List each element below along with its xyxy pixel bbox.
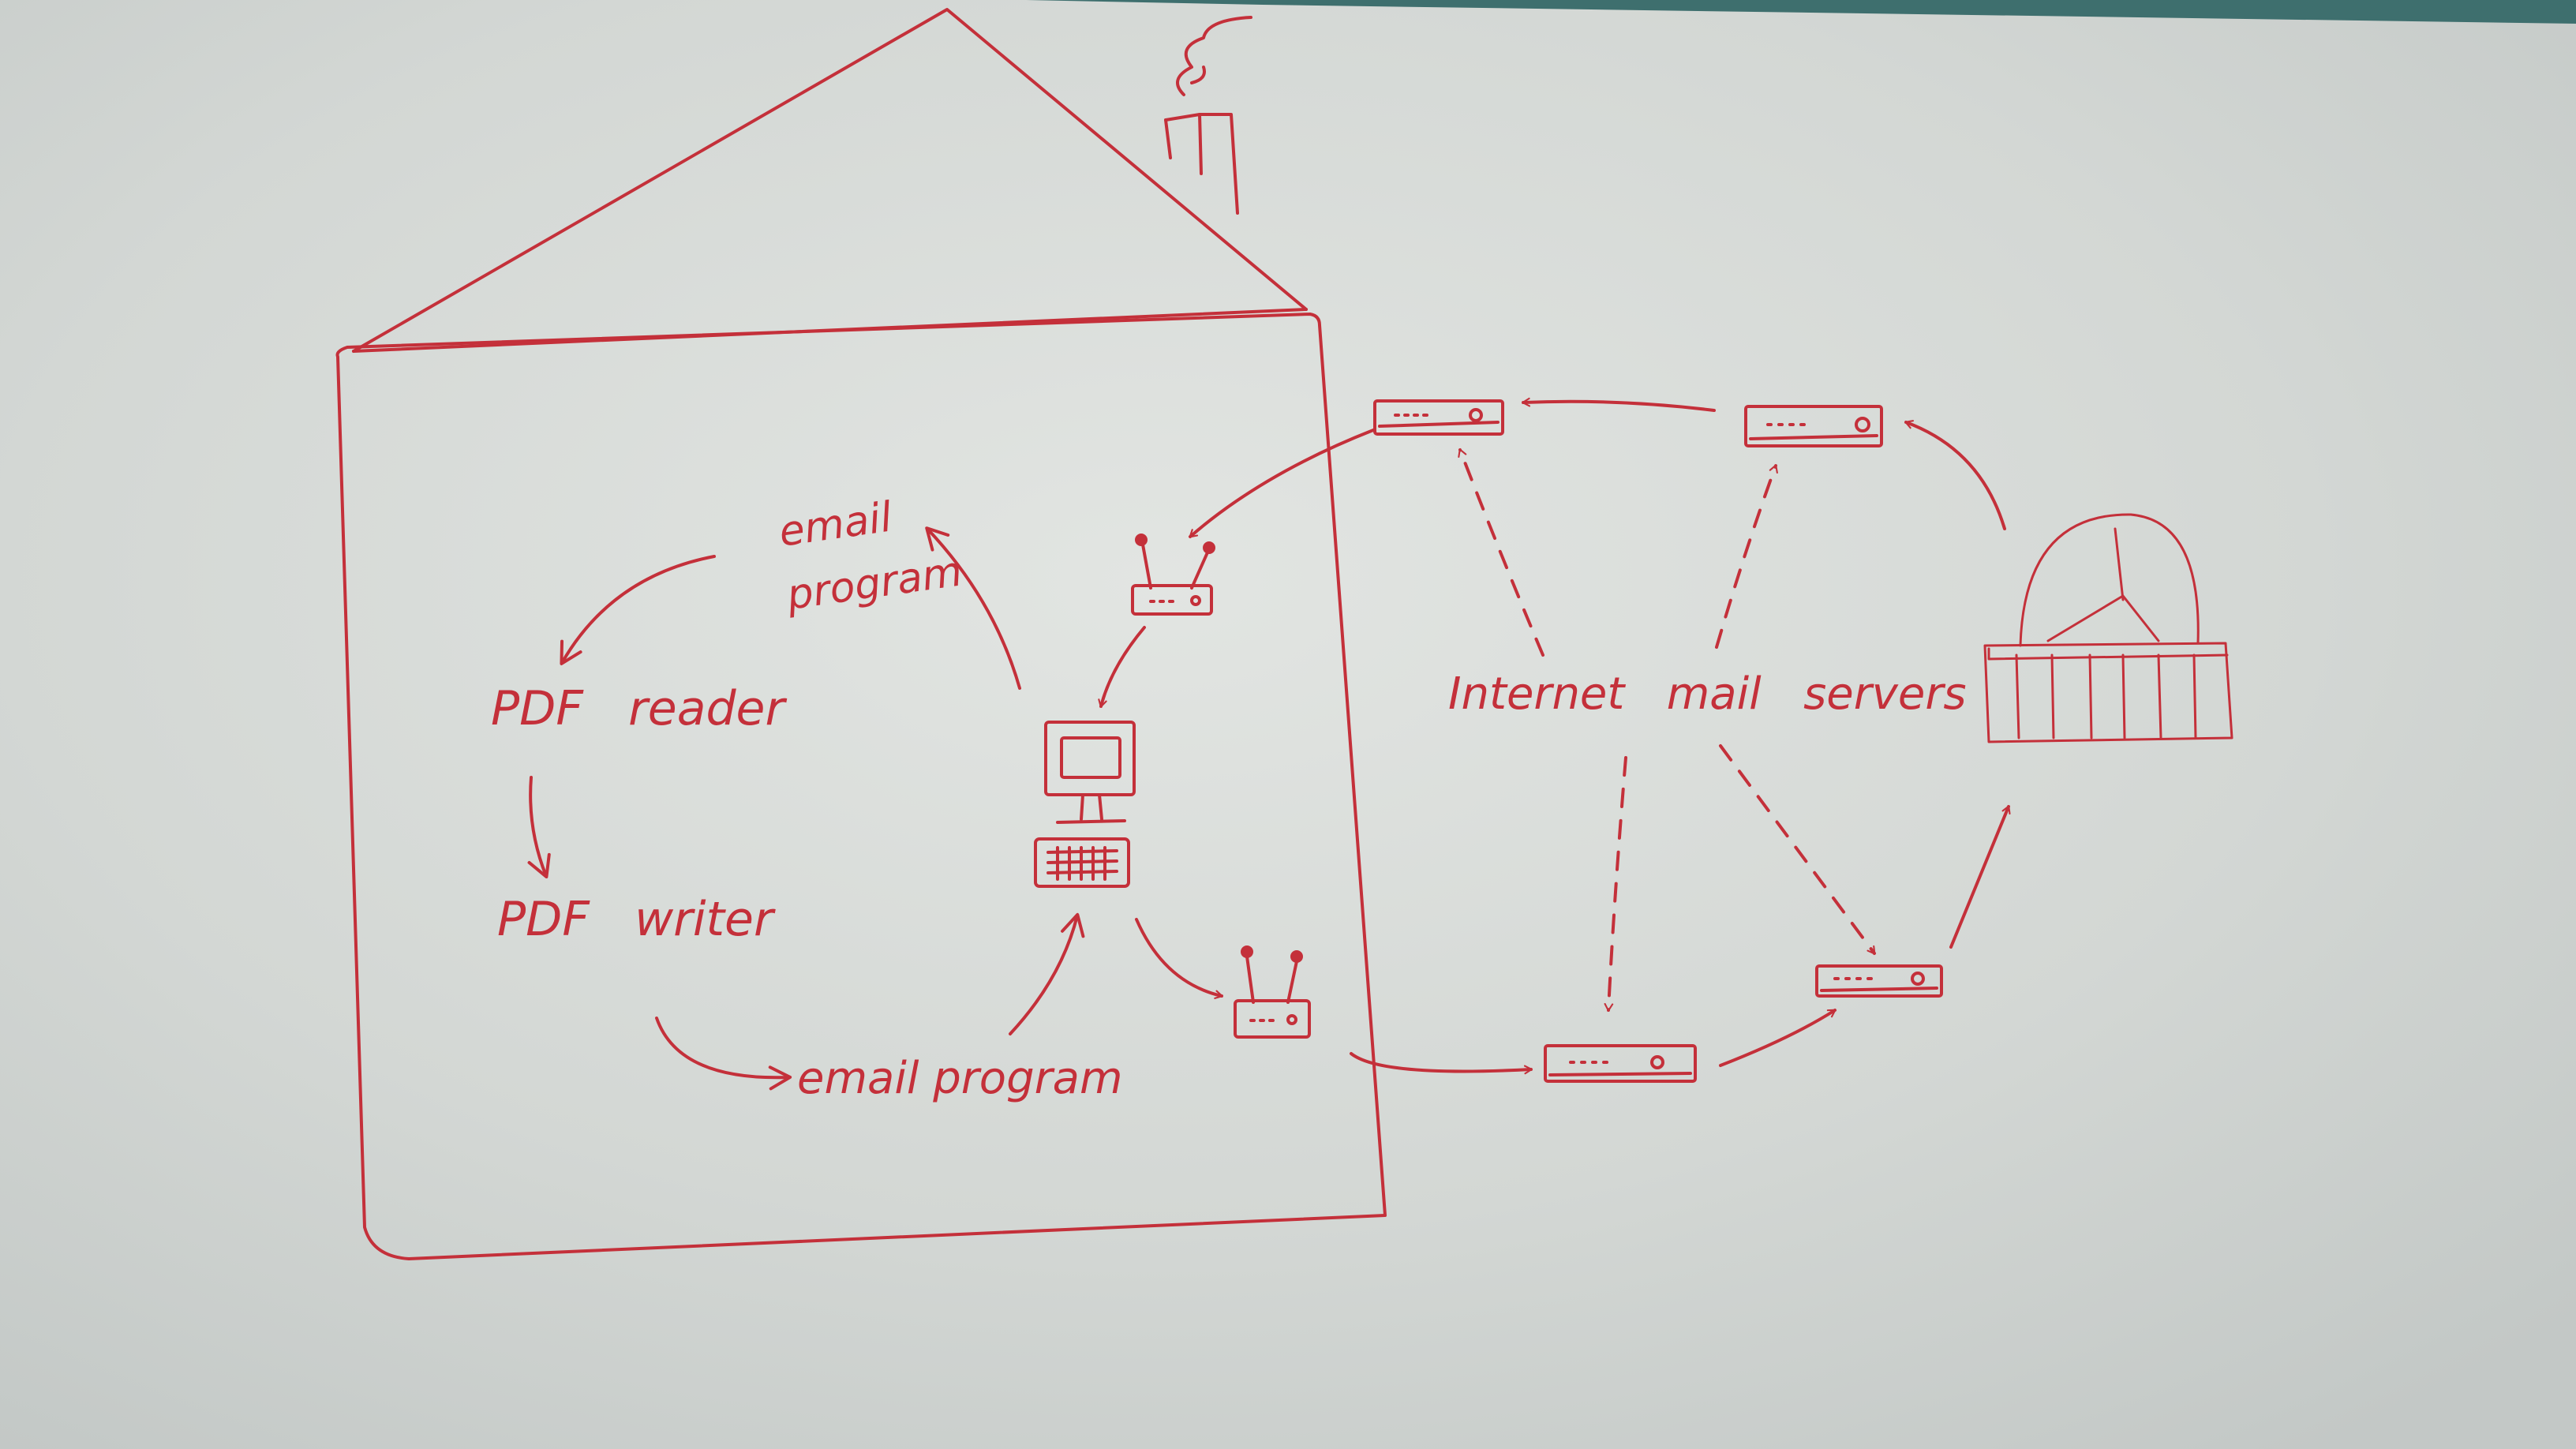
arrow-email-bottom-to-computer — [1009, 912, 1085, 1035]
house-outline-icon — [335, 8, 1387, 1260]
arrow-email-to-pdf-reader — [560, 555, 716, 665]
dashed-arrow-to-server-top-right — [1715, 464, 1778, 649]
email-program-bottom-label: email program — [797, 1053, 1123, 1104]
pdf-reader-label: PDF reader — [491, 681, 787, 736]
wifi-router-icon — [1131, 534, 1215, 616]
keyboard-icon — [1034, 837, 1130, 888]
mail-server-icon — [1544, 1044, 1697, 1083]
arrow-computer-to-router — [1135, 918, 1223, 999]
arrow-router-to-server — [1350, 1052, 1533, 1075]
domed-building-icon — [1983, 513, 2233, 743]
arrow-server-to-building — [1949, 805, 2011, 949]
dashed-arrow-to-server-top-left — [1458, 448, 1544, 657]
dashed-arrow-to-server-bottom-left — [1604, 756, 1627, 1012]
teal-wall-strip — [1026, 0, 2576, 24]
arrow-server-to-router — [1189, 429, 1375, 538]
internet-mail-servers-label: Internet mail servers — [1448, 668, 1967, 720]
arrow-server-to-server-top — [1522, 397, 1716, 412]
arrow-reader-to-writer — [527, 776, 551, 879]
arrow-server-to-server-bottom — [1719, 1009, 1837, 1067]
mail-server-icon — [1744, 405, 1883, 447]
arrow-computer-to-email-top — [925, 526, 1021, 690]
wifi-router-icon — [1234, 945, 1311, 1039]
arrow-router-to-computer — [1098, 626, 1146, 708]
dashed-arrow-to-server-bottom-right — [1719, 744, 1876, 955]
chimney-smoke-icon — [1164, 16, 1252, 215]
pdf-writer-label: PDF writer — [497, 892, 776, 947]
desktop-computer-icon — [1044, 721, 1136, 824]
arrow-writer-to-email-bottom — [655, 1017, 792, 1091]
mail-server-icon — [1815, 964, 1943, 998]
arrow-building-to-server — [1904, 420, 2006, 530]
mail-server-icon — [1373, 399, 1504, 436]
